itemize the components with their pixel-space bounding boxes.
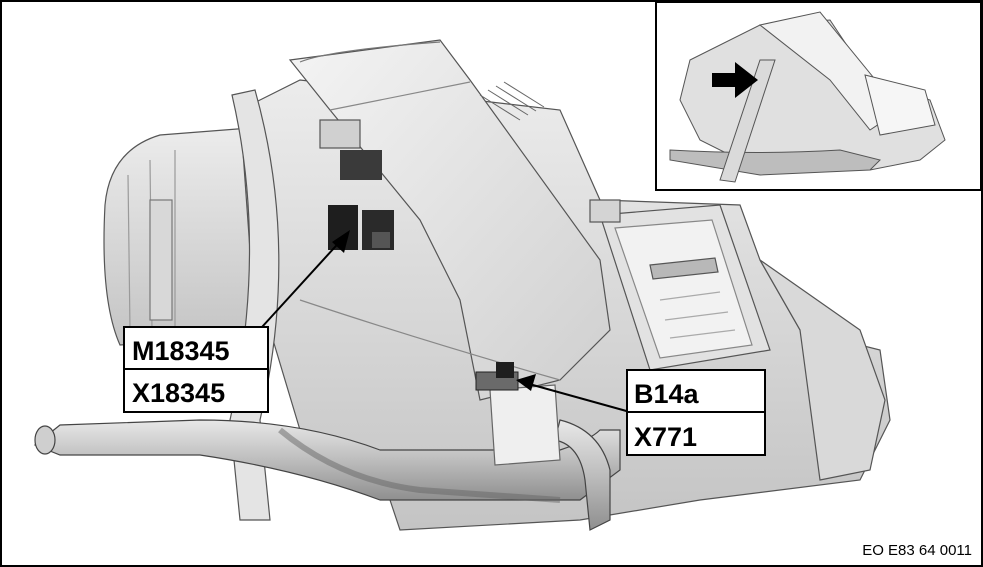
right-arrow-icon bbox=[712, 62, 758, 98]
leader-arrowhead-left bbox=[332, 230, 350, 253]
callout-right: B14a X771 bbox=[626, 369, 766, 456]
leader-arrowhead-right bbox=[516, 374, 536, 391]
callout-label-motor-connector: X18345 bbox=[132, 378, 225, 408]
hvac-housing bbox=[33, 39, 891, 531]
leader-lines bbox=[261, 235, 631, 413]
leader-line-right bbox=[521, 381, 631, 413]
callout-label-sensor-connector: X771 bbox=[634, 422, 697, 452]
callout-left: M18345 X18345 bbox=[123, 326, 269, 413]
callout-label-sensor: B14a bbox=[634, 379, 700, 409]
sensor-component bbox=[475, 362, 519, 391]
reference-code: EO E83 64 0011 bbox=[862, 542, 972, 559]
inset-overview bbox=[655, 1, 982, 191]
callout-label-motor: M18345 bbox=[132, 336, 230, 366]
leader-line-left bbox=[261, 235, 346, 328]
